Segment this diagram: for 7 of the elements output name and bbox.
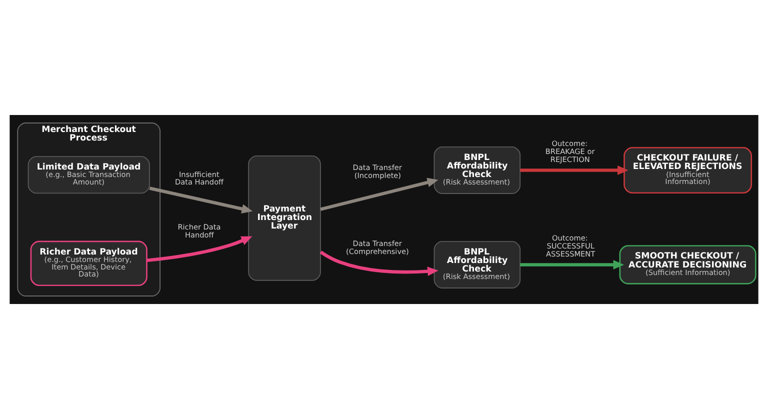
arrow [320, 178, 438, 211]
arrow [320, 250, 438, 276]
arrow [146, 236, 252, 262]
arrow [520, 166, 628, 175]
arrow [520, 260, 624, 270]
node-box: Payment Integration Layer [248, 155, 321, 281]
arrow [149, 186, 253, 214]
